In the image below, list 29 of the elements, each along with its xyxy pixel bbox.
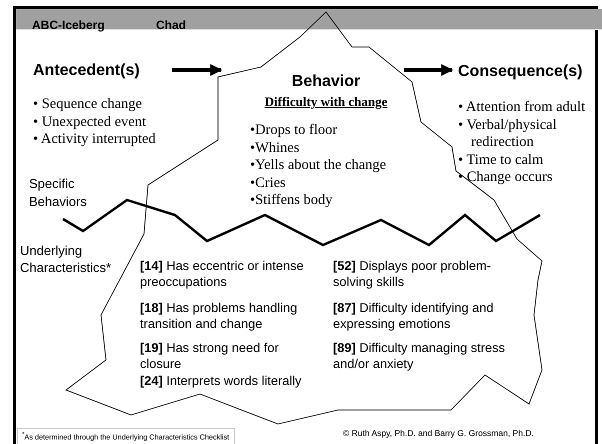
characteristic-item: [14] Has eccentric or intense preoccupations [140, 258, 305, 289]
characteristic-item: [89] Difficulty managing stress and/or anxiety [333, 340, 506, 371]
characteristic-item: [19] Has strong need for closure [140, 340, 280, 371]
heading: Consequence(s) [458, 63, 582, 81]
heading: Behavior [290, 73, 362, 91]
bullet-item: • Time to calm [458, 152, 544, 169]
characteristic-item: [87] Difficulty identifying and expressing emotions [333, 300, 495, 331]
bullet-item: • Activity interrupted [33, 131, 157, 148]
bullet-item: • Sequence change [33, 96, 143, 114]
bullet-item: • Verbal/physical redirection [458, 116, 558, 152]
arrow [172, 64, 222, 76]
bullet-item: • Unexpected event [33, 114, 147, 131]
header-text: Chad [156, 18, 186, 32]
side-label: Specific Behaviors [29, 175, 88, 211]
bullet-item: •Drops to floor [250, 122, 338, 140]
subheading: Difficulty with change [264, 94, 388, 109]
bullet-item: •Yells about the change [250, 157, 388, 174]
header-text: ABC-Iceberg [32, 18, 105, 32]
side-label: Underlying Characteristics* [20, 242, 112, 276]
characteristic-item: [18] Has problems handling transition and change [140, 300, 298, 331]
characteristic-item: [24] Interprets words literally [140, 373, 302, 388]
copyright-text: © Ruth Aspy, Ph.D. and Barry G. Grossman, Ph.D. [343, 428, 534, 438]
bullet-item: •Whines [250, 140, 300, 157]
bullet-item: •Stiffens body [250, 192, 334, 210]
characteristic-item: [52] Displays poor problem-solving skills [333, 258, 492, 289]
heading: Antecedent(s) [33, 62, 140, 80]
bullet-item: •Cries [250, 174, 287, 192]
bullet-item: • Attention from adult [458, 99, 586, 116]
arrow [404, 64, 454, 76]
